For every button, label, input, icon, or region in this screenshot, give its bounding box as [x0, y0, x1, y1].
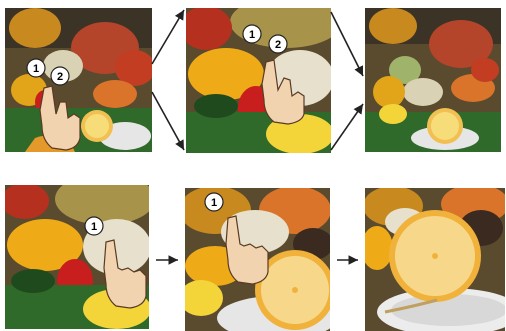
row2-panel-left: [5, 185, 149, 329]
row2-panel-right: [365, 188, 505, 331]
row1-panel-middle: [186, 8, 331, 153]
row1-panel-left: [5, 8, 152, 152]
arrow-top-right-icon: [330, 11, 364, 77]
arrow-bottom-left-icon: [151, 91, 185, 151]
row2-panel-middle: [185, 188, 330, 331]
row1-panel-right: [365, 8, 501, 152]
arrow-top-left-icon: [151, 9, 185, 65]
arrow-bottom-right-icon: [330, 103, 364, 151]
